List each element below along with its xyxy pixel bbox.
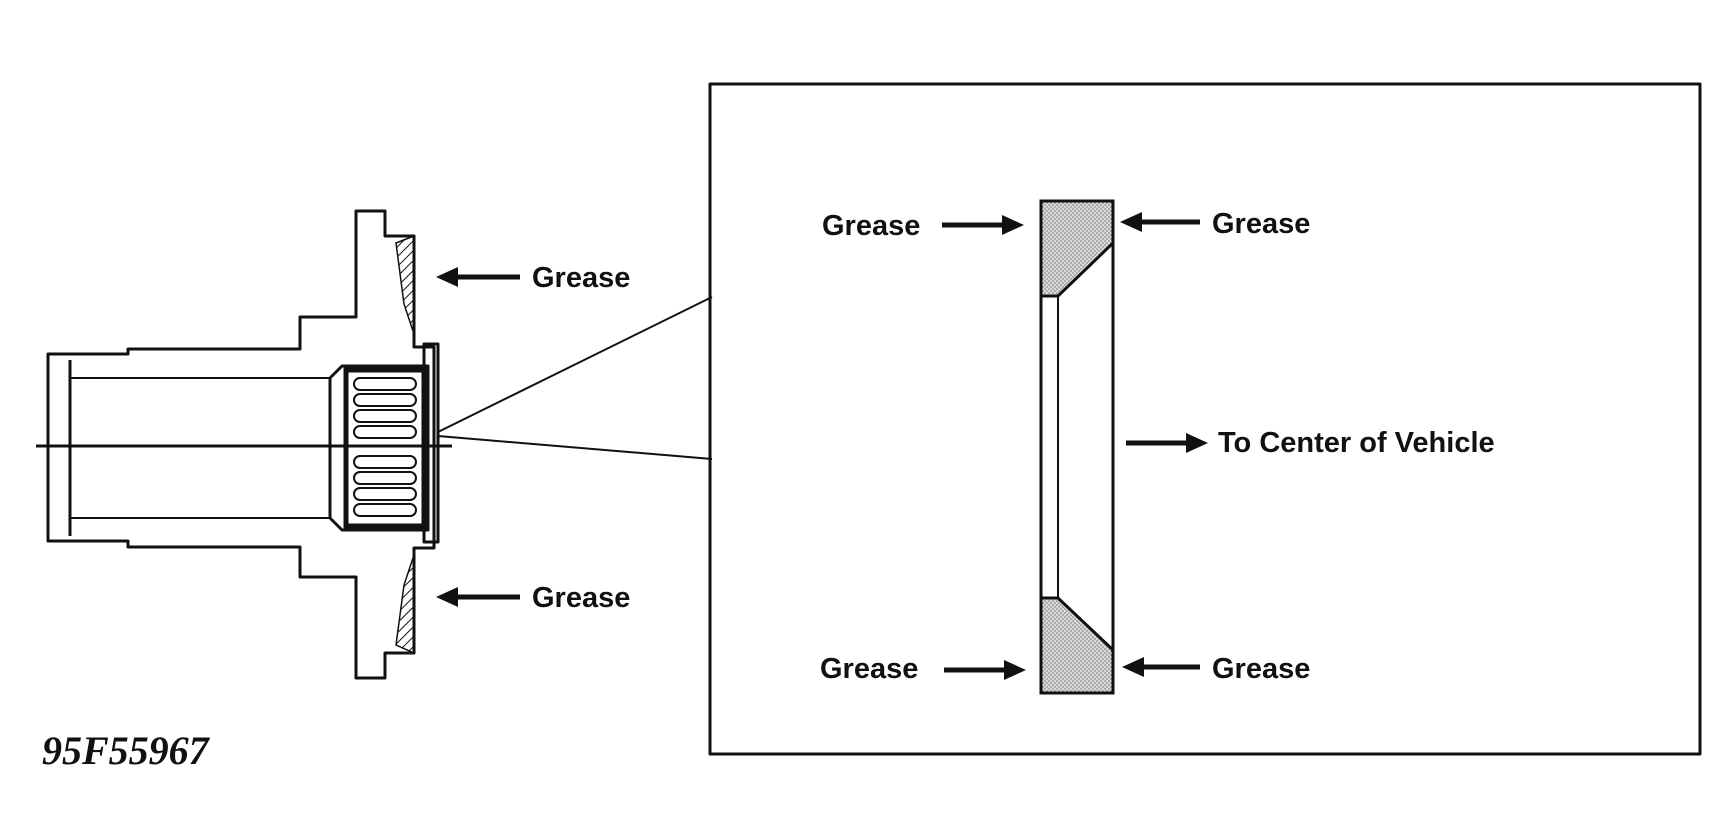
detail-box xyxy=(708,82,1702,756)
grease-area-upper xyxy=(395,234,415,335)
detail-grease-label-bottom-left: Grease xyxy=(820,653,918,685)
detail-grease-callout-bottom-right: Grease xyxy=(1122,653,1310,685)
needle-bearing-rollers xyxy=(353,377,417,517)
detail-leader-bottom xyxy=(437,435,713,460)
detail-grease-label-top-left: Grease xyxy=(822,210,920,242)
hub-grease-callout-lower: Grease xyxy=(436,582,630,614)
thrust-washer-edge xyxy=(422,342,440,544)
washer-grease-bottom xyxy=(1039,596,1115,695)
grease-area-lower xyxy=(395,554,415,655)
detail-grease-callout-top-right: Grease xyxy=(1120,208,1310,240)
detail-grease-callout-top-left: Grease xyxy=(822,210,1024,242)
detail-direction-label: To Center of Vehicle xyxy=(1218,427,1495,459)
detail-direction-callout: To Center of Vehicle xyxy=(1126,427,1495,459)
detail-leader-top xyxy=(437,296,713,433)
detail-grease-callout-bottom-left: Grease xyxy=(820,653,1026,685)
washer-detail xyxy=(1039,199,1115,695)
hub-grease-label-lower: Grease xyxy=(532,582,630,614)
figure-id: 95F55967 xyxy=(42,728,211,773)
detail-grease-label-bottom-right: Grease xyxy=(1212,653,1310,685)
hub-grease-callout-upper: Grease xyxy=(436,262,630,294)
hub-grease-label-upper: Grease xyxy=(532,262,630,294)
washer-grease-top xyxy=(1039,199,1115,298)
detail-grease-label-top-right: Grease xyxy=(1212,208,1310,240)
bearing-housing xyxy=(328,364,430,532)
hub-outline-lower xyxy=(46,440,436,680)
hub-cross-section xyxy=(36,209,452,680)
